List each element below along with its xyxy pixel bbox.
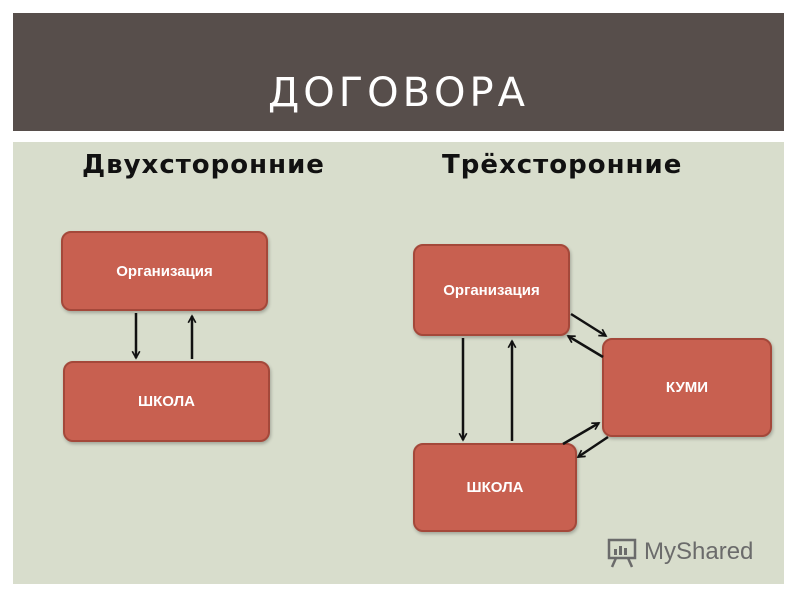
- presentation-board-icon: [607, 538, 637, 568]
- bilateral-organization-label: Организация: [116, 262, 213, 280]
- bilateral-school-box: ШКОЛА: [63, 361, 270, 442]
- trilateral-organization-label: Организация: [443, 281, 540, 299]
- bilateral-organization-box: Организация: [61, 231, 268, 311]
- title-bar: ДОГОВОРА: [13, 13, 784, 131]
- trilateral-kumi-label: КУМИ: [665, 379, 709, 396]
- school-to-kumi-arrow: [562, 421, 599, 446]
- kumi-to-org-arrow: [568, 334, 604, 359]
- trilateral-school-box: ШКОЛА: [413, 443, 577, 532]
- trilateral-school-label: ШКОЛА: [466, 479, 524, 496]
- kumi-to-school-arrow: [578, 435, 609, 459]
- myshared-watermark: MyShared: [606, 536, 753, 568]
- org-to-kumi-arrow: [570, 312, 606, 338]
- bilateral-school-label: ШКОЛА: [138, 393, 195, 410]
- bilateral-heading: Двухсторонние: [82, 150, 325, 180]
- trilateral-heading: Трёхсторонние: [442, 150, 683, 180]
- watermark-text: MyShared: [644, 538, 754, 565]
- trilateral-kumi-box: КУМИ: [602, 338, 772, 437]
- trilateral-organization-box: Организация: [413, 244, 570, 336]
- slide-title: ДОГОВОРА: [267, 70, 530, 116]
